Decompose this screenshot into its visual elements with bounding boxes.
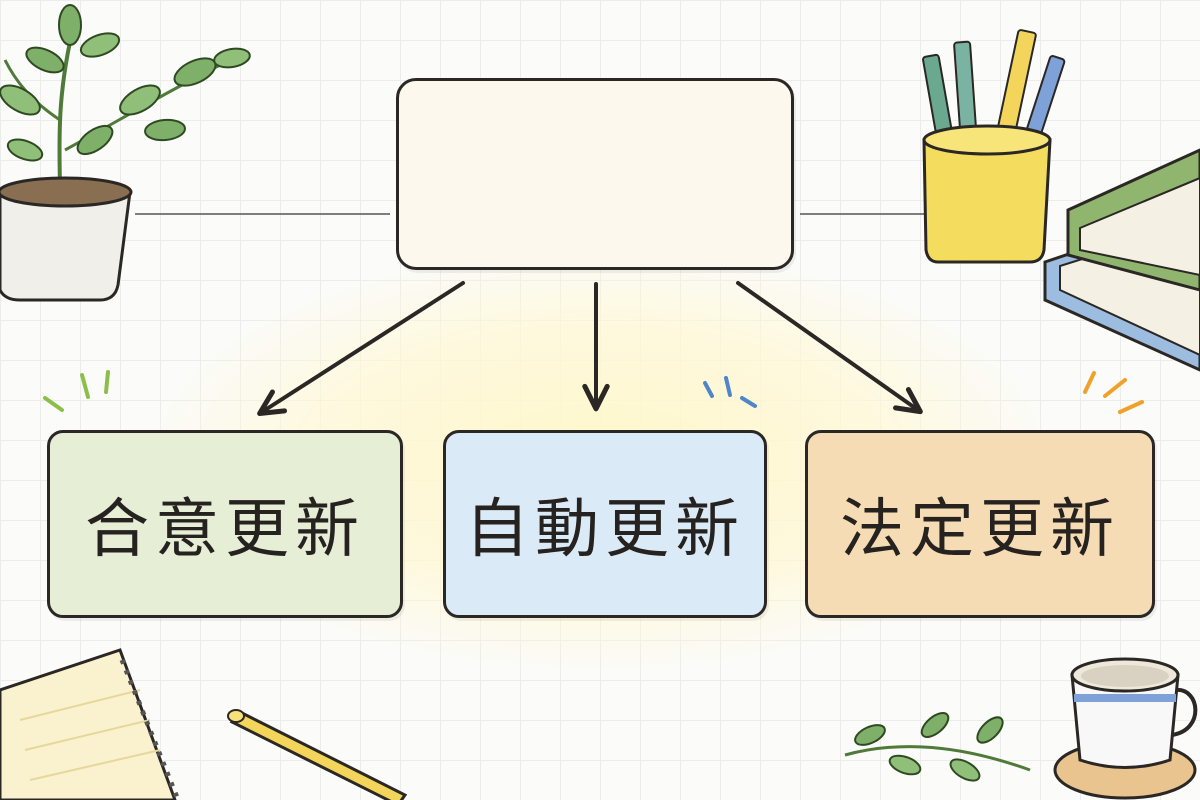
child-node-statutory-renewal: 法定更新 [805,430,1155,618]
coffee-cup-icon [1053,657,1198,800]
child-node-label: 合意更新 [85,493,365,567]
child-node-automatic-renewal: 自動更新 [443,430,767,618]
notebook-icon [0,648,181,800]
leaf-sprig-icon [844,712,1031,782]
pen-icon [227,709,408,800]
root-node [396,78,794,270]
child-node-label: 自動更新 [465,493,745,567]
arrow-to-child-1 [257,281,465,417]
books-icon [1043,148,1200,372]
child-node-label: 法定更新 [840,493,1120,567]
potted-plant-icon [0,4,251,302]
connector-arrows [257,281,923,417]
pencil-cup-icon [922,29,1066,264]
child-node-consensual-renewal: 合意更新 [47,430,403,618]
arrow-to-child-3 [736,281,923,415]
sparkle-accent [43,370,1144,414]
